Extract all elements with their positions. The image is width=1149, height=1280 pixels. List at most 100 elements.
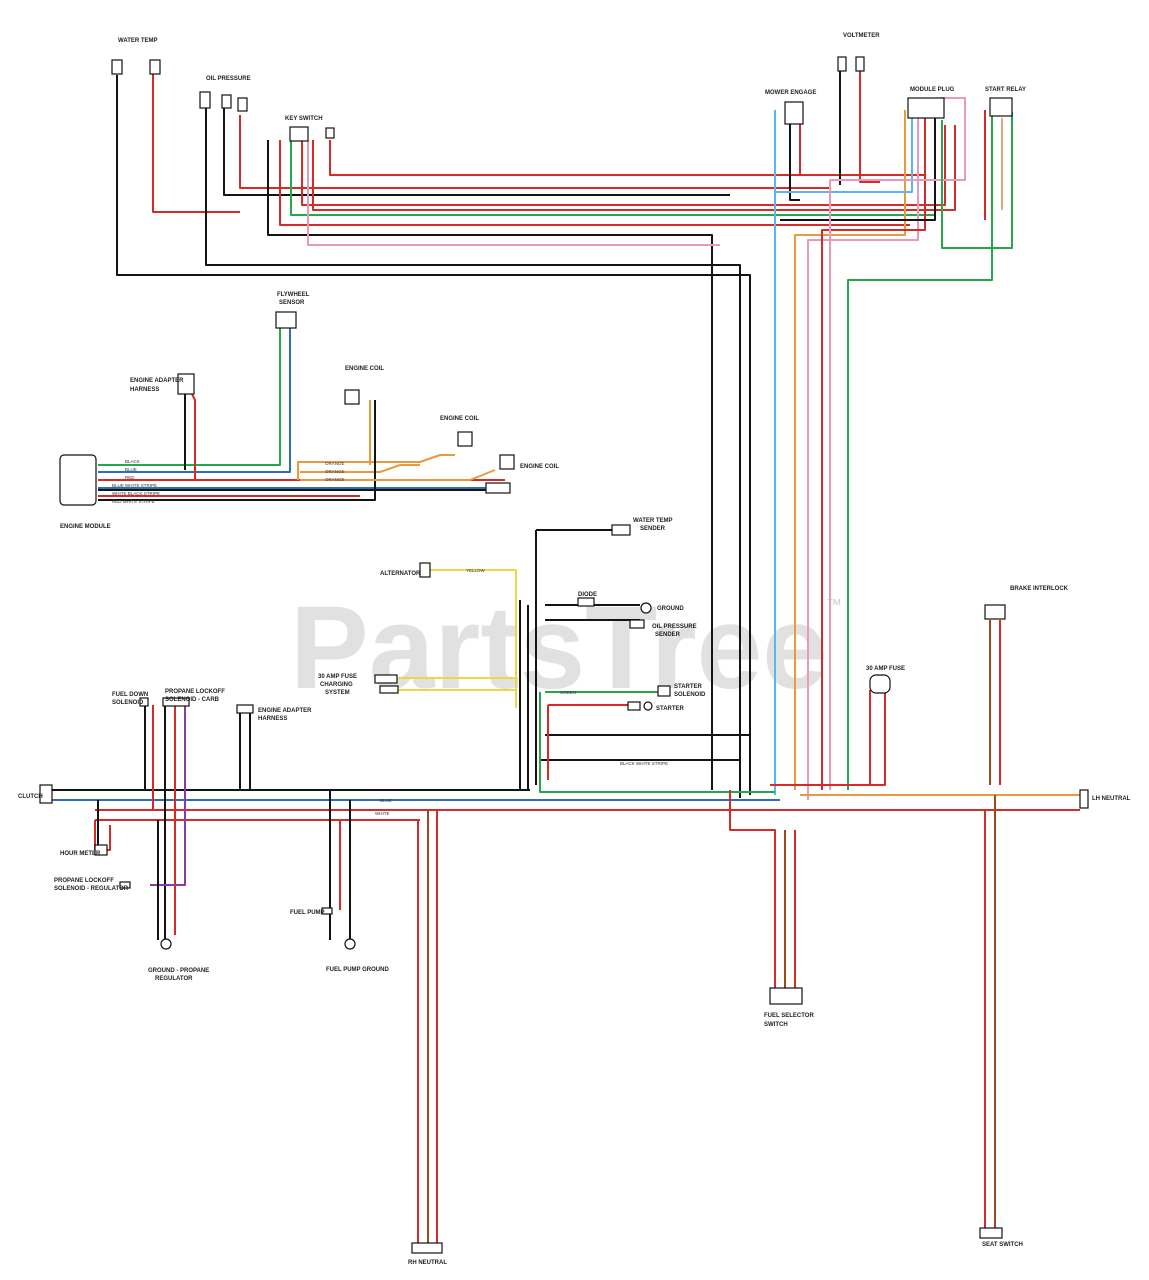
label-engine-coil-3: ENGINE COIL — [520, 464, 559, 470]
label-lh-neutral: LH NEUTRAL — [1092, 796, 1131, 802]
voltmeter-connector-icon — [855, 56, 865, 72]
label-engine-module: ENGINE MODULE — [60, 524, 111, 530]
ground-icon — [640, 602, 652, 614]
label-module-plug: MODULE PLUG — [910, 87, 955, 93]
flywheel-sensor-icon — [275, 311, 297, 329]
label-mower-engage: MOWER ENGAGE — [765, 90, 816, 96]
brake-interlock-icon — [984, 604, 1006, 620]
main-trunk — [40, 620, 1080, 821]
fuse-charging-icon — [374, 674, 398, 684]
fuse-30amp-icon — [869, 674, 891, 694]
label-engine-adapter-harness-b: ENGINE ADAPTER — [258, 708, 312, 714]
label-oil-pressure: OIL PRESSURE — [206, 76, 251, 82]
starter-connector-icon — [627, 701, 641, 711]
label-alternator: ALTERNATOR — [380, 571, 421, 577]
engine-module-area — [98, 328, 505, 501]
key-switch-pin-icon — [325, 127, 335, 139]
label-rh-neutral: RH NEUTRAL — [408, 1260, 447, 1266]
label-fuse-charging-2: CHARGING — [320, 682, 353, 688]
label-engine-adapter-harness-b-2: HARNESS — [258, 716, 287, 722]
watermark-tm: ™ — [826, 597, 842, 614]
wire-label-green: GREEN — [560, 690, 576, 695]
wire-label-red: RED — [125, 475, 135, 480]
water-temp-connector-icon — [149, 59, 161, 75]
wire-label-black-white-stripe: BLACK WHITE STRIPE — [620, 761, 668, 766]
wire-label-white: WHITE — [375, 811, 390, 816]
label-fuel-down-solenoid: FUEL DOWN — [112, 692, 148, 698]
label-starter-solenoid: STARTER — [674, 684, 703, 690]
harness-top-left — [116, 68, 956, 798]
seat-switch-icon — [979, 1227, 1003, 1239]
label-engine-coil-2: ENGINE COIL — [440, 416, 479, 422]
connector-icon — [485, 482, 511, 494]
label-ground: GROUND — [657, 606, 684, 612]
fuel-pump-ground-icon — [344, 938, 356, 950]
label-water-temp: WATER TEMP — [118, 38, 158, 44]
harness-top-right — [774, 70, 1013, 800]
center-bundle — [398, 529, 775, 793]
wire-label-blue: BLUE — [125, 467, 137, 472]
wire-label-white-black-stripe: WHITE BLACK STRIPE — [112, 491, 160, 496]
lower-branches — [94, 705, 996, 1245]
wire-label-red-white-stripe: RED WHITE STRIPE — [112, 499, 155, 504]
label-water-temp-sender: WATER TEMP — [633, 518, 673, 524]
ground-propane-icon — [160, 938, 172, 950]
start-relay-icon — [989, 97, 1013, 117]
label-diode: DIODE — [578, 592, 597, 598]
key-switch-icon — [289, 126, 309, 142]
label-hour-meter: HOUR METER — [60, 851, 101, 857]
engine-adapter-harness-b-icon — [236, 704, 254, 714]
label-start-relay: START RELAY — [985, 87, 1026, 93]
engine-adapter-harness-icon — [177, 373, 195, 395]
engine-coil-icon — [344, 389, 360, 405]
label-engine-adapter-harness: ENGINE ADAPTER — [130, 378, 184, 384]
label-ground-propane-2: REGULATOR — [155, 976, 193, 982]
fuel-down-solenoid-icon — [139, 697, 149, 707]
label-clutch: CLUTCH — [18, 794, 43, 800]
label-engine-coil-1: ENGINE COIL — [345, 366, 384, 372]
label-fuel-down-solenoid-2: SOLENOID — [112, 700, 144, 706]
water-temp-connector-icon — [111, 59, 123, 75]
propane-lockoff-carb-icon — [162, 697, 190, 707]
fuel-selector-switch-icon — [769, 987, 803, 1005]
rh-neutral-icon — [411, 1242, 443, 1254]
wire-label-yellow: YELLOW — [466, 568, 486, 573]
label-fuel-selector-2: SWITCH — [764, 1022, 788, 1028]
label-flywheel-sensor-2: SENSOR — [279, 300, 305, 306]
label-oil-pressure-sender: OIL PRESSURE — [652, 624, 697, 630]
clutch-icon — [39, 784, 53, 804]
propane-lockoff-regulator-icon — [119, 881, 131, 889]
oil-pressure-sender-icon — [629, 619, 645, 629]
label-fuel-pump: FUEL PUMP — [290, 910, 325, 916]
voltmeter-connector-icon — [837, 56, 847, 72]
wire-label-orange: ORANGE — [325, 477, 345, 482]
label-propane-lockoff-carb: PROPANE LOCKOFF — [165, 689, 225, 695]
label-seat-switch: SEAT SWITCH — [982, 1242, 1023, 1248]
wire-label-blue-white-stripe: BLUE WHITE STRIPE — [112, 483, 157, 488]
mower-engage-switch-icon — [784, 101, 804, 125]
label-starter-solenoid-2: SOLENOID — [674, 692, 706, 698]
water-temp-sender-icon — [611, 524, 631, 536]
label-key-switch: KEY SWITCH — [285, 116, 323, 122]
oil-pressure-connector-icon — [221, 94, 232, 109]
label-flywheel-sensor: FLYWHEEL — [277, 292, 310, 298]
engine-coil-icon — [457, 431, 473, 447]
component-labels: WATER TEMP OIL PRESSURE KEY SWITCH VOLTM… — [18, 33, 1131, 1266]
fuse-charging-icon — [379, 685, 399, 694]
watermark: PartsTree — [290, 582, 828, 714]
fuel-pump-icon — [321, 907, 333, 915]
wire-label-black: BLACK — [125, 459, 140, 464]
label-fuel-selector: FUEL SELECTOR — [764, 1013, 814, 1019]
label-starter: STARTER — [656, 706, 685, 712]
engine-coil-icon — [499, 454, 515, 470]
label-fuel-pump-ground: FUEL PUMP GROUND — [326, 967, 389, 973]
lh-neutral-icon — [1079, 789, 1089, 809]
label-fuse-charging: 30 AMP FUSE — [318, 674, 357, 680]
diode-icon — [577, 597, 595, 607]
oil-pressure-connector-icon — [199, 91, 211, 109]
wire-label-orange: ORANGE — [325, 469, 345, 474]
label-propane-lockoff-regulator: PROPANE LOCKOFF — [54, 878, 114, 884]
wire-labels: BLACK BLUE RED BLUE WHITE STRIPE WHITE B… — [112, 459, 668, 816]
label-brake-interlock: BRAKE INTERLOCK — [1010, 586, 1069, 592]
